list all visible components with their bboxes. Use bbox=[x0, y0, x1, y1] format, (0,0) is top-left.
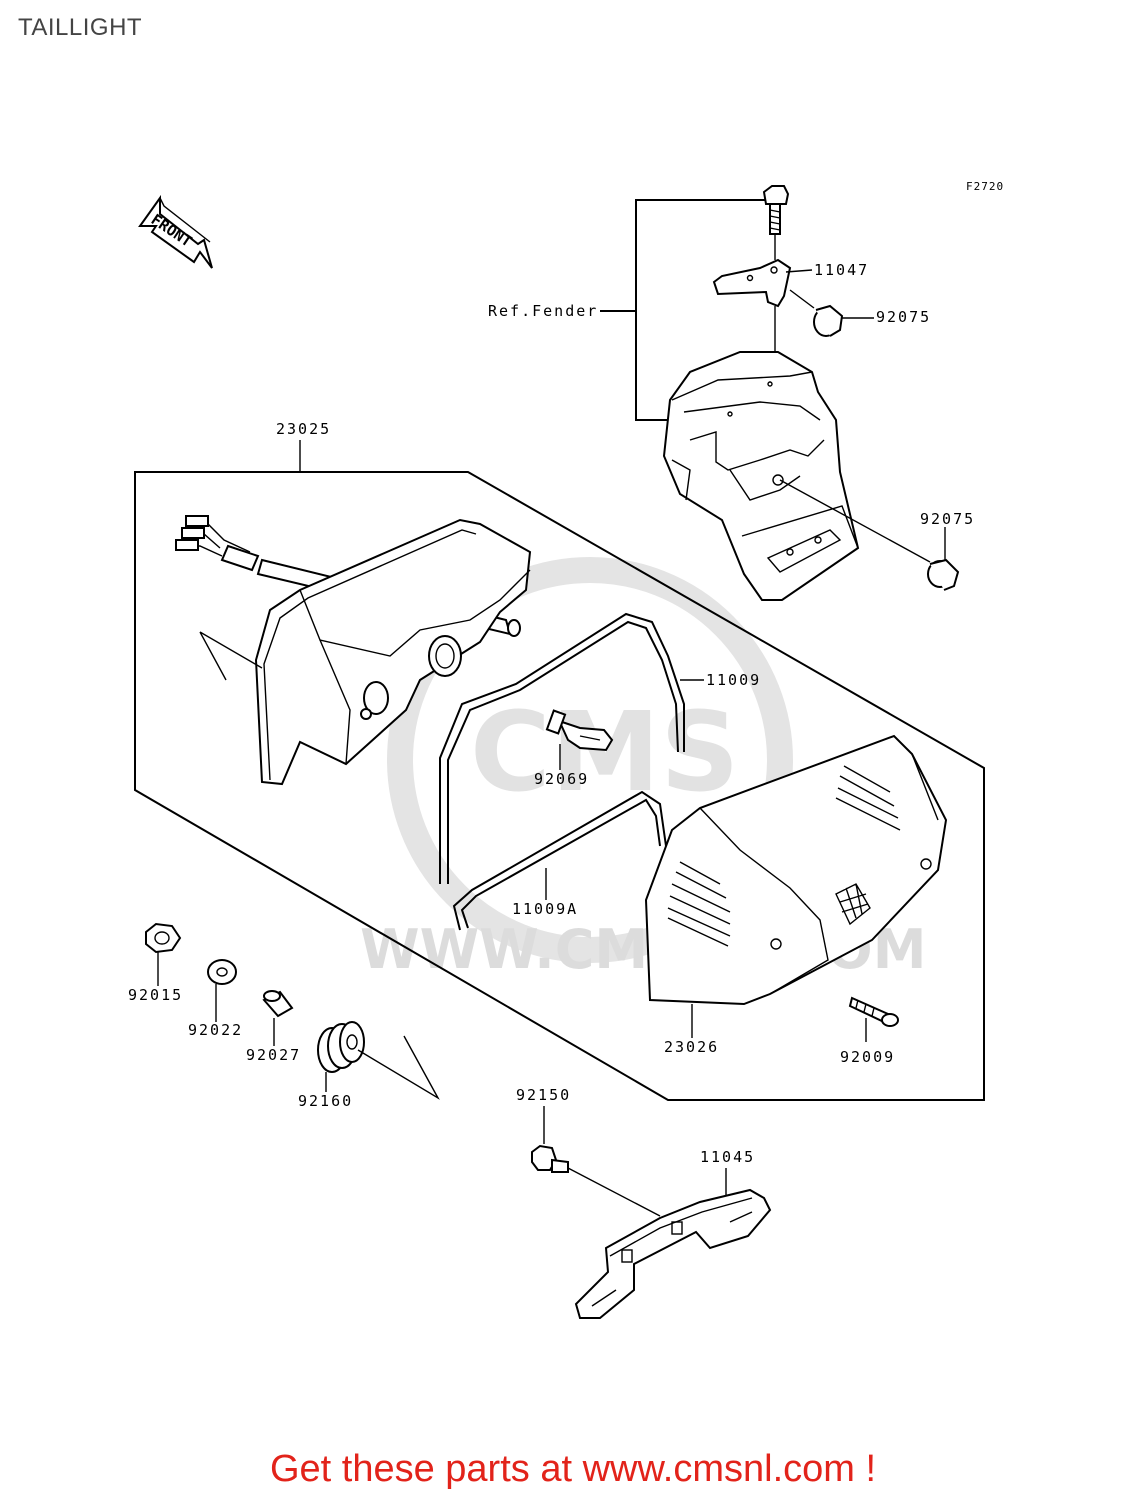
label-11009A: 11009A bbox=[512, 900, 578, 918]
label-11047: 11047 bbox=[814, 261, 869, 279]
lens-icon bbox=[644, 734, 948, 1006]
bolt-icon bbox=[762, 185, 790, 260]
spacer-icon bbox=[789, 289, 844, 337]
label-92150: 92150 bbox=[516, 1086, 571, 1104]
cta-link[interactable]: Get these parts at www.cmsnl.com ! bbox=[269, 1448, 877, 1490]
label-92015: 92015 bbox=[128, 986, 183, 1004]
label-92027: 92027 bbox=[246, 1046, 301, 1064]
taillight-base-icon bbox=[199, 518, 532, 786]
grommet-icon bbox=[317, 1021, 440, 1100]
label-92075-top: 92075 bbox=[876, 308, 931, 326]
label-92069: 92069 bbox=[534, 770, 589, 788]
washer-icon bbox=[207, 959, 237, 985]
assembly-outline bbox=[134, 471, 985, 1101]
gasket-icon bbox=[439, 612, 685, 884]
ref-fender-label: Ref.Fender bbox=[488, 302, 598, 320]
bulb-icon bbox=[545, 709, 614, 752]
label-11009: 11009 bbox=[706, 671, 761, 689]
collar-icon bbox=[262, 990, 294, 1018]
screw-icon bbox=[848, 996, 899, 1027]
label-92009: 92009 bbox=[840, 1048, 895, 1066]
figure-code: F2720 bbox=[966, 180, 1004, 193]
bracket-icon bbox=[712, 258, 792, 360]
flange-bolt-icon bbox=[531, 1144, 661, 1217]
label-23025: 23025 bbox=[276, 420, 331, 438]
front-arrow-icon: FRONT bbox=[138, 194, 213, 269]
label-23026: 23026 bbox=[664, 1038, 719, 1056]
label-92022: 92022 bbox=[188, 1021, 243, 1039]
gasket-a-icon bbox=[452, 790, 667, 931]
label-92160: 92160 bbox=[298, 1092, 353, 1110]
fender-bracket-icon bbox=[662, 351, 860, 601]
spacer-icon bbox=[927, 558, 960, 591]
page-title: TAILLIGHT bbox=[18, 14, 143, 41]
label-11045: 11045 bbox=[700, 1148, 755, 1166]
label-92075-lower: 92075 bbox=[920, 510, 975, 528]
license-bracket-icon bbox=[574, 1188, 772, 1319]
nut-icon bbox=[145, 922, 182, 954]
watermark-logo: CMS bbox=[470, 688, 739, 816]
